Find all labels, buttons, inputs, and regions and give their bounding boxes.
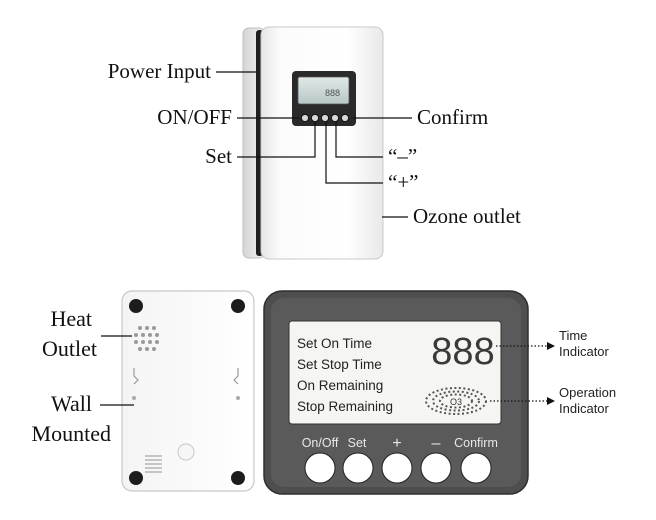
menu-on-remaining: On Remaining: [297, 378, 383, 393]
front-button-set[interactable]: [310, 113, 320, 123]
back-device: [121, 290, 255, 492]
label-wall: Wall: [51, 391, 92, 416]
front-button-confirm[interactable]: [340, 113, 350, 123]
panel-button-onoff[interactable]: [304, 452, 336, 484]
ozone-operation-icon: [425, 387, 487, 415]
panel-label-plus: +: [392, 435, 401, 452]
device-front-panel: [260, 26, 384, 260]
label-outlet: Outlet: [42, 336, 97, 361]
rubber-foot-top-right: [231, 299, 245, 313]
time-digits: 888: [431, 331, 494, 373]
lcd-tiny-digits: 888: [325, 88, 340, 98]
bottom-vent-slots: [145, 455, 162, 473]
label-ozone-outlet: Ozone outlet: [413, 204, 521, 228]
panel-button-minus[interactable]: [420, 452, 452, 484]
front-button-plus[interactable]: [320, 113, 330, 123]
wall-mount-hole-left: [133, 368, 139, 385]
rubber-foot-bottom-right: [231, 471, 245, 485]
rubber-foot-bottom-left: [129, 471, 143, 485]
panel-label-confirm: Confirm: [454, 436, 498, 450]
label-time-indicator: Indicator: [559, 344, 610, 359]
label-operation: Operation: [559, 385, 616, 400]
callout-arrows-panel: [490, 342, 555, 405]
label-plus: “+”: [388, 170, 419, 194]
menu-stop-remaining: Stop Remaining: [297, 399, 393, 414]
panel-label-onoff: On/Off: [302, 436, 339, 450]
label-power-input: Power Input: [108, 59, 211, 83]
back-panel: [121, 290, 255, 492]
lcd-screen: [297, 76, 350, 105]
panel-label-set: Set: [348, 436, 367, 450]
rubber-foot-top-left: [129, 299, 143, 313]
panel-label-minus: –: [432, 435, 441, 452]
label-minus: “–”: [388, 144, 417, 168]
wall-mount-hole-right: [233, 368, 239, 385]
wall-mount-screw-right: [236, 396, 240, 400]
panel-lcd: [288, 320, 502, 425]
wall-mount-screw-left: [132, 396, 136, 400]
label-heat: Heat: [50, 306, 92, 331]
panel-button-confirm[interactable]: [460, 452, 492, 484]
label-time: Time: [559, 328, 587, 343]
label-set: Set: [205, 144, 232, 168]
panel-button-set[interactable]: [342, 452, 374, 484]
front-device: 888: [242, 26, 384, 260]
callout-lines-top: [216, 71, 412, 218]
label-on-off: ON/OFF: [157, 105, 232, 129]
menu-set-on-time: Set On Time: [297, 336, 372, 351]
panel-button-plus[interactable]: [381, 452, 413, 484]
control-panel-closeup: Set On Time Set Stop Time On Remaining S…: [263, 290, 529, 495]
ozone-symbol: O3: [450, 397, 462, 407]
menu-set-stop-time: Set Stop Time: [297, 357, 382, 372]
heat-vent-grille: [134, 326, 159, 351]
front-button-onoff[interactable]: [300, 113, 310, 123]
label-mounted: Mounted: [32, 421, 111, 446]
callout-lines-back: [100, 335, 134, 406]
center-screw-boss: [177, 443, 195, 461]
label-confirm: Confirm: [417, 105, 488, 129]
label-operation-indicator: Indicator: [559, 401, 610, 416]
front-button-minus[interactable]: [330, 113, 340, 123]
